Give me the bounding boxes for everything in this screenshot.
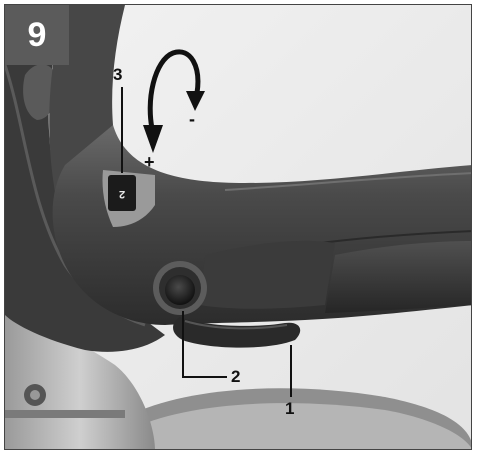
callout-one: 1 xyxy=(285,399,295,418)
callout-two: 2 xyxy=(231,367,241,386)
svg-text:2: 2 xyxy=(119,188,125,200)
direction-minus: - xyxy=(189,109,195,129)
product-photo: 2 xyxy=(5,5,471,449)
callout-three: 3 xyxy=(113,65,123,84)
direction-plus: + xyxy=(144,152,155,172)
speed-dial-icon xyxy=(108,175,136,211)
curved-arrow-icon xyxy=(143,49,205,153)
figure-number-badge: 9 xyxy=(5,5,69,65)
figure-frame: 2 9 3 + - 2 1 xyxy=(4,4,472,450)
